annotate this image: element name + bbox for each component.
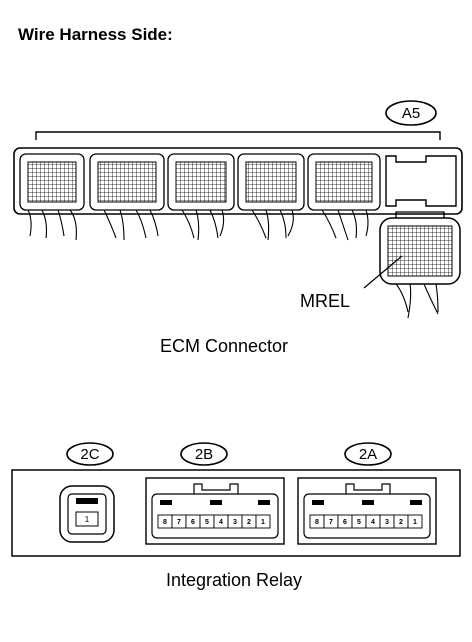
pin-label: 6 [343,519,347,526]
pin-label: 3 [385,519,389,526]
relay-connector-2a: 8 7 6 5 4 3 2 1 [297,477,437,545]
mrel-leader-line [363,255,403,289]
pin-label: 8 [163,519,167,526]
pin-label: 2 [247,519,251,526]
relay-connector-2b: 8 7 6 5 4 3 2 1 [145,477,285,545]
pin-label: 7 [329,519,333,526]
ecm-badge-label: A5 [402,105,420,122]
pin-label: 6 [191,519,195,526]
pin-label: 1 [261,519,265,526]
relay-badge-2a: 2A [344,442,392,466]
badge-2c-label: 2C [80,446,99,463]
ecm-harness-block [89,153,165,241]
ecm-socket-a5 [385,155,457,207]
ecm-harness-block [237,153,305,241]
ecm-plug-a5 [363,211,461,319]
relay-caption: Integration Relay [166,570,302,590]
pin-label: 2 [399,519,403,526]
relay-connector-2c: 1 [59,485,115,543]
relay-badge-2b: 2B [180,442,228,466]
pin-label: 1 [413,519,417,526]
pin-label: 5 [357,519,361,526]
badge-2a-label: 2A [359,446,377,463]
mrel-terminal-label: MREL [300,291,350,311]
ecm-bracket [35,131,441,140]
pin-label: 1 [85,515,90,524]
ecm-harness-block [167,153,235,241]
ecm-harness-block [19,153,85,241]
relay-badge-2c: 2C [66,442,114,466]
badge-2b-label: 2B [195,446,213,463]
pin-row-2b: 8 7 6 5 4 3 2 1 [157,514,271,529]
pin-label: 4 [219,519,223,526]
ecm-caption: ECM Connector [160,336,288,356]
pin-label: 7 [177,519,181,526]
pin-row-2a: 8 7 6 5 4 3 2 1 [309,514,423,529]
ecm-connector: A5 [13,100,463,356]
pin-label: 5 [205,519,209,526]
pin-label: 4 [371,519,375,526]
integration-relay: 2C 1 2B 8 7 6 [11,442,461,590]
ecm-harness-block [307,153,381,241]
ecm-badge: A5 [385,100,437,126]
pin-label: 8 [315,519,319,526]
page-title: Wire Harness Side: [18,25,173,44]
pin-label: 3 [233,519,237,526]
